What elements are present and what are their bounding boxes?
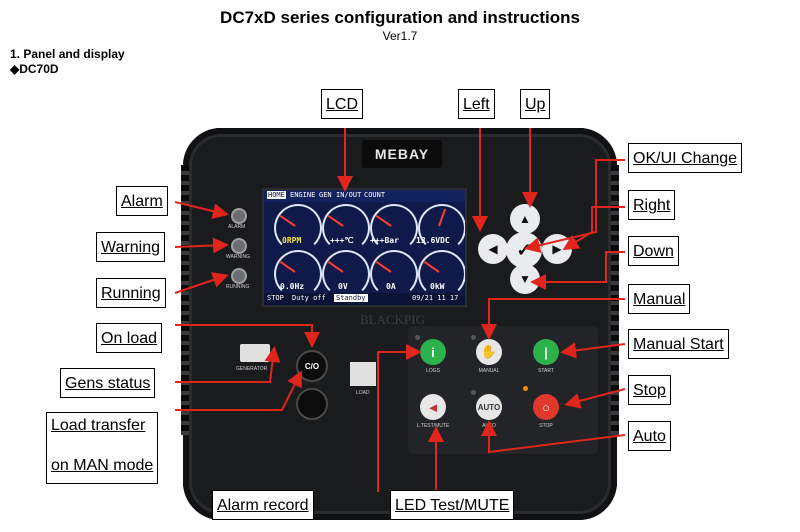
arrow-auto	[481, 420, 626, 454]
callout-left: Left	[458, 89, 495, 119]
lcd-tab-home: HOME	[267, 191, 286, 199]
callout-on-load: On load	[96, 323, 163, 353]
callout-manual-start: Manual Start	[628, 329, 729, 359]
start-button[interactable]: |	[533, 339, 559, 365]
stop-button[interactable]: ○	[533, 394, 559, 420]
alarm-led	[231, 208, 247, 224]
current-value: 0A	[386, 282, 396, 291]
arrow-running	[174, 272, 229, 294]
callout-manual: Manual	[628, 284, 691, 314]
load-transfer-line-2: on MAN mode	[51, 457, 154, 474]
callout-load-transfer: Load transfer on MAN mode	[46, 412, 159, 484]
status-mode: STOP	[267, 294, 284, 302]
power-gauge	[418, 250, 465, 298]
voltage-gauge	[322, 250, 370, 298]
arrow-alarm-record	[377, 344, 422, 492]
stop-led	[523, 386, 528, 391]
callout-down: Down	[628, 236, 679, 266]
callout-stop: Stop	[628, 375, 671, 405]
load-icon	[350, 362, 376, 386]
arrow-start	[560, 342, 626, 359]
watermark-text: BLACKPIG	[360, 312, 426, 327]
brand-logo: MEBAY	[362, 140, 442, 168]
led-test-mute-button[interactable]: ◄	[420, 394, 446, 420]
arrow-load-transfer	[175, 370, 302, 411]
arrow-on-load	[175, 324, 320, 348]
manual-led	[471, 335, 476, 340]
status-clock: 09/21 11 17	[412, 294, 459, 302]
lcd-tab-bar	[264, 190, 465, 202]
load-transfer-button[interactable]: C/O	[296, 350, 328, 382]
voltage-value: 0V	[338, 282, 348, 291]
callout-running: Running	[96, 278, 166, 308]
manual-label: MANUAL	[478, 368, 500, 374]
arrow-ok	[524, 159, 625, 254]
start-label: START	[538, 368, 554, 374]
warning-led	[231, 238, 247, 254]
current-gauge	[370, 250, 418, 298]
generator-label: GENERATOR	[236, 366, 268, 372]
callout-alarm: Alarm	[116, 186, 168, 216]
page-title: DC7xD series configuration and instructi…	[220, 8, 580, 27]
callout-gens-status: Gens status	[60, 368, 156, 398]
freq-value: 0.0Hz	[280, 282, 305, 291]
arrow-right	[562, 206, 625, 251]
manual-button[interactable]: ✋	[476, 339, 502, 365]
auto-led	[471, 390, 476, 395]
pressure-value: +++Bar	[370, 236, 399, 245]
lcd-tab-engine: ENGINE	[290, 191, 316, 199]
lcd-tab-count: COUNT	[364, 191, 386, 199]
arrow-gens-status	[175, 346, 281, 383]
lcd-tab-gen: GEN	[319, 191, 332, 199]
lcd-status-bar: STOP Duty off Standby 09/21 11 17	[264, 293, 465, 305]
running-led-label: RUNNING	[226, 284, 250, 290]
rpm-value: 0RPM	[282, 236, 302, 245]
pressure-gauge	[370, 204, 418, 252]
arrow-warning	[174, 237, 229, 254]
running-led	[231, 268, 247, 284]
callout-lcd: LCD	[321, 89, 364, 119]
temp-gauge	[322, 204, 370, 252]
lcd-screen: HOME ENGINE GEN IN/OUT COUNT 0RPM +++℃ +…	[262, 188, 467, 307]
callout-ok: OK/UI Change	[628, 143, 743, 173]
callout-alarm-record: Alarm record	[212, 490, 314, 520]
battery-gauge	[418, 204, 465, 252]
status-state: Standby	[334, 294, 368, 302]
model-heading: ◆DC70D	[10, 62, 59, 76]
section-heading: 1. Panel and display	[10, 47, 125, 61]
warning-led-label: WARNING	[226, 254, 250, 260]
logs-led	[415, 335, 420, 340]
generator-icon	[240, 344, 270, 362]
callout-up: Up	[520, 89, 551, 119]
lcd-tab-inout: IN/OUT	[336, 191, 362, 199]
auto-button[interactable]: AUTO	[476, 394, 502, 420]
temp-value: +++℃	[330, 236, 354, 245]
logs-label: LOGS	[426, 368, 440, 374]
callout-auto: Auto	[628, 421, 671, 451]
stop-label: STOP	[539, 423, 553, 429]
callout-warning: Warning	[96, 232, 165, 262]
arrow-down	[530, 251, 625, 290]
alarm-led-label: ALARM	[228, 224, 246, 230]
rpm-gauge	[274, 204, 322, 252]
battery-value: 13.6VDC	[416, 236, 450, 245]
load-label: LOAD	[356, 390, 370, 396]
callout-led-test: LED Test/MUTE	[390, 490, 515, 520]
version-label: Ver1.7	[382, 29, 418, 43]
callout-right: Right	[628, 190, 676, 220]
arrow-manual	[481, 298, 625, 340]
arrow-alarm	[174, 201, 229, 219]
logs-button[interactable]: i	[420, 339, 446, 365]
arrow-stop	[564, 388, 626, 409]
status-duty: Duty off	[292, 294, 326, 302]
left-button[interactable]: ◀	[478, 234, 508, 264]
freq-gauge	[274, 250, 322, 298]
gens-status-indicator	[296, 388, 328, 420]
power-value: 0kW	[430, 282, 445, 291]
load-transfer-line-1: Load transfer	[51, 417, 146, 434]
up-button[interactable]: ▲	[510, 204, 540, 234]
grip-ribs-left	[181, 165, 189, 435]
